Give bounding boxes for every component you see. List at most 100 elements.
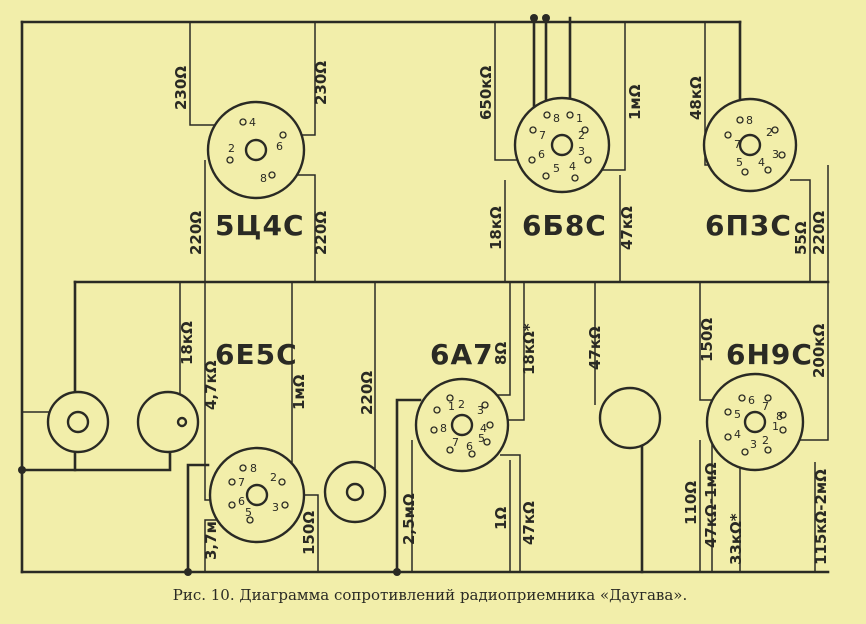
pin-label: 8 <box>250 462 257 475</box>
pin-label: 1 <box>576 112 583 125</box>
tube-6a7: 1 2 3 4 8 5 7 6 6А7 <box>414 338 510 473</box>
resistance-label: 47кΩ <box>618 206 636 250</box>
pin-label: 8 <box>553 112 560 125</box>
resistance-label: 230Ω <box>172 66 190 110</box>
tube-5c4s: 4 6 2 8 5Ц4С <box>206 100 306 242</box>
pin-label: 2 <box>228 142 235 155</box>
pin-label: 2 <box>762 434 769 447</box>
pin-label: 8 <box>260 172 267 185</box>
resistance-label: 47кΩ-1мΩ <box>702 462 720 548</box>
resistance-label: 220Ω <box>810 211 828 255</box>
resistance-label: 115кΩ-2мΩ <box>812 469 830 565</box>
tube-6n9s: 6 7 5 8 1 4 3 2 6Н9С <box>705 338 813 472</box>
resistance-label: 18кΩ <box>487 206 505 250</box>
tube-6p3s: 8 7 2 3 5 4 6П3С <box>702 97 798 242</box>
tube-label: 6А7 <box>430 338 494 371</box>
pin-label: 7 <box>762 400 769 413</box>
tube-key <box>743 410 767 434</box>
pin-label: 6 <box>538 148 545 161</box>
pin-label: 5 <box>736 156 743 169</box>
pin-label: 6 <box>748 394 755 407</box>
pin-label: 4 <box>480 422 487 435</box>
pin-label: 4 <box>734 428 741 441</box>
pin-label: 8 <box>746 114 753 127</box>
junction-dot <box>184 568 192 576</box>
resistance-label: 1мΩ <box>290 374 308 410</box>
resistance-label: 47кΩ <box>586 326 604 370</box>
pin-label: 7 <box>734 138 741 151</box>
resistance-label: 150Ω <box>698 318 716 362</box>
tube-6b8s: 8 1 7 2 6 3 5 4 6Б8С <box>513 96 611 242</box>
resistance-label: 150Ω <box>300 511 318 555</box>
resistance-label: 1мΩ <box>626 84 644 120</box>
tube-6e5s: 8 7 2 6 3 5 6Е5С <box>208 338 306 544</box>
resistance-label: 18кΩ <box>178 321 196 365</box>
resistance-label: 200кΩ <box>810 324 828 378</box>
pin-label: 2 <box>458 398 465 411</box>
resistance-label: 33кΩ* <box>727 513 745 565</box>
socket-center-left <box>323 460 387 524</box>
pin-label: 5 <box>734 408 741 421</box>
resistance-label: 1Ω <box>492 507 510 530</box>
pin-label: 6 <box>276 140 283 153</box>
pin-label: 1 <box>448 400 455 413</box>
figure-caption: Рис. 10. Диаграмма сопротивлений радиопр… <box>173 586 688 604</box>
tube-key <box>450 413 474 437</box>
pin-label: 5 <box>478 432 485 445</box>
resistance-label: 220Ω <box>312 211 330 255</box>
resistance-label: 650кΩ <box>477 66 495 120</box>
pin-label: 3 <box>578 145 585 158</box>
pin-label: 3 <box>272 501 279 514</box>
pin-label: 2 <box>270 471 277 484</box>
pin-label: 1 <box>772 420 779 433</box>
pin-label: 7 <box>238 476 245 489</box>
socket-left-2 <box>136 390 200 454</box>
pin-label: 5 <box>553 162 560 175</box>
wiring <box>20 16 830 574</box>
pin-label: 4 <box>569 160 576 173</box>
socket-left-1 <box>46 390 110 454</box>
resistance-label: 110Ω <box>682 481 700 525</box>
tube-key <box>738 133 762 157</box>
resistance-label: 4,7кΩ <box>202 360 220 410</box>
resistance-label: 230Ω <box>312 61 330 105</box>
pin-label: 7 <box>452 436 459 449</box>
resistance-label: 47кΩ <box>520 501 538 545</box>
junction-dot <box>530 14 538 22</box>
tube-key <box>244 138 268 162</box>
resistance-label: 220Ω <box>187 211 205 255</box>
tube-key <box>550 133 574 157</box>
resistance-label: 55Ω <box>792 221 810 255</box>
tube-6b8s-grid-wire <box>532 16 572 120</box>
tube-label: 6П3С <box>705 209 792 242</box>
pin-label: 2 <box>766 126 773 139</box>
pin-label: 3 <box>772 148 779 161</box>
pin-label: 6 <box>238 495 245 508</box>
pin-label: 7 <box>539 129 546 142</box>
resistance-label: 8Ω <box>492 342 510 365</box>
pin-label: 6 <box>466 440 473 453</box>
junction-dot <box>542 14 550 22</box>
resistance-labels: 230Ω 230Ω 220Ω 220Ω 650кΩ 1мΩ 18кΩ 47кΩ … <box>172 61 830 565</box>
tube-label: 6Н9С <box>726 338 813 371</box>
pin-label: 8 <box>776 410 783 423</box>
tube-label: 5Ц4С <box>215 209 305 242</box>
tube-label: 6Е5С <box>215 338 298 371</box>
pin-label: 5 <box>245 506 252 519</box>
resistance-label: 48кΩ <box>687 76 705 120</box>
pin-label: 4 <box>758 156 765 169</box>
magic-eye-wire <box>186 463 210 574</box>
pin-label: 8 <box>440 422 447 435</box>
junction-dot <box>18 466 26 474</box>
pin-label: 2 <box>578 129 585 142</box>
tube-6a7-grid-wire <box>395 398 422 574</box>
resistance-label: 220Ω <box>358 371 376 415</box>
pin-label: 4 <box>249 116 256 129</box>
tube-key <box>245 483 269 507</box>
tube-label: 6Б8С <box>522 209 607 242</box>
resistance-label: 18кΩ* <box>520 323 538 375</box>
pin-label: 3 <box>750 438 757 451</box>
junction-dot <box>393 568 401 576</box>
socket-center-right <box>598 386 662 450</box>
